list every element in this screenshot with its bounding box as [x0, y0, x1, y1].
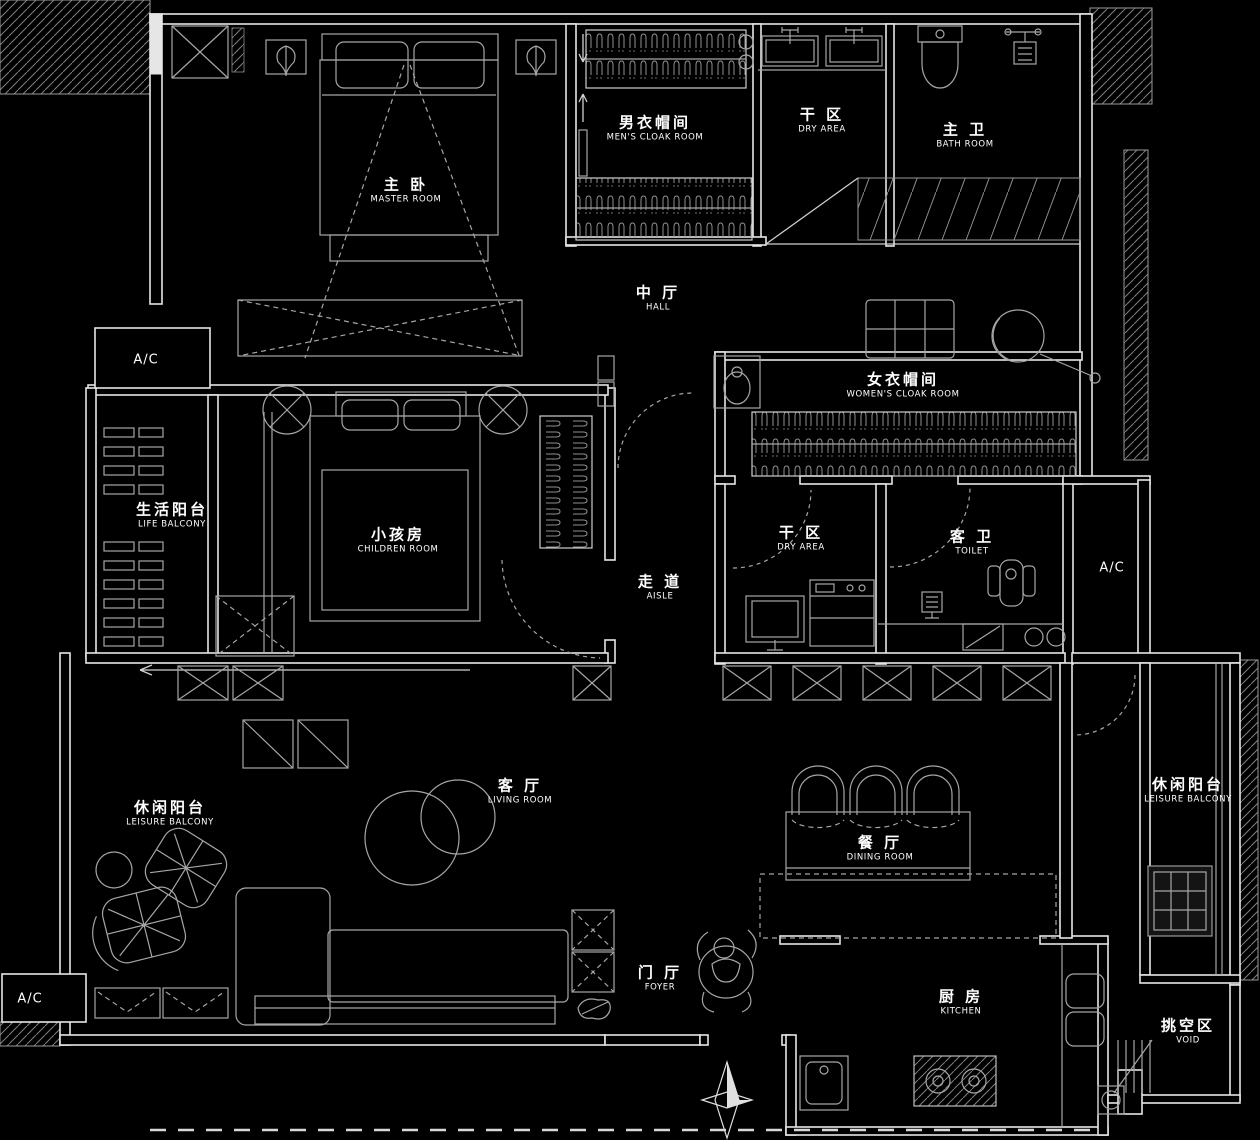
dining-furniture — [759, 765, 1057, 939]
north-arrow-icon — [700, 1060, 754, 1140]
mens-wardrobe — [575, 29, 753, 241]
walls — [1, 13, 1241, 1136]
ac-label-left: A/C — [133, 352, 159, 368]
foyer-figures — [696, 929, 757, 1013]
left-balcony-furniture — [92, 827, 229, 1019]
right-balcony-fixtures — [1113, 663, 1223, 1094]
hatch-zones — [0, 0, 1259, 1047]
storage-band — [177, 665, 1052, 701]
kitchen-fixtures — [799, 944, 1125, 1127]
top-vanity — [738, 27, 886, 71]
master-bed — [171, 25, 557, 359]
second-bath-fixtures — [745, 559, 1066, 651]
life-balcony-racks — [103, 412, 273, 652]
ac-label-bottom-left: A/C — [17, 991, 43, 1007]
womens-cloak-furniture — [751, 299, 1101, 477]
stairs-area — [765, 177, 1081, 245]
bath-fixtures — [917, 25, 1042, 89]
ac-label-right: A/C — [1099, 560, 1125, 576]
door-arcs — [501, 392, 1136, 736]
living-furniture — [235, 719, 615, 1026]
children-furniture — [139, 385, 593, 676]
hall-fixtures — [597, 355, 761, 409]
